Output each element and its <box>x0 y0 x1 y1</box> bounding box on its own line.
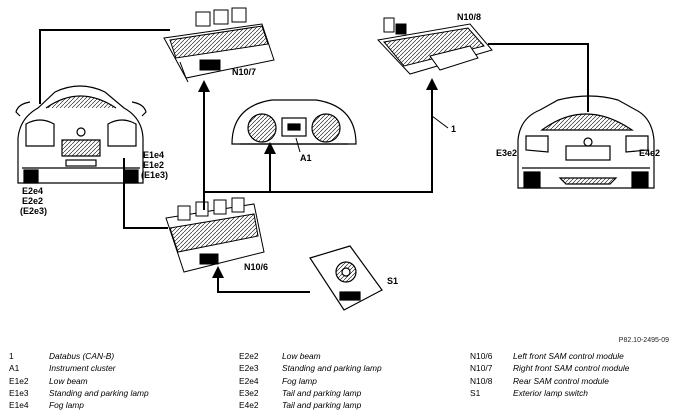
legend-row: A1 Instrument cluster <box>9 362 239 374</box>
legend-code: E3e2 <box>239 387 259 398</box>
legend-column-3: N10/6 Left front SAM control module N10/7… <box>470 350 673 399</box>
legend-row: E2e4 Fog lamp <box>239 375 472 387</box>
legend-row: N10/6 Left front SAM control module <box>470 350 673 362</box>
legend-desc: Rear SAM control module <box>513 375 609 386</box>
legend-column-1: 1 Databus (CAN-B) A1 Instrument cluster E1… <box>9 350 239 411</box>
legend-code: E1e3 <box>9 387 29 398</box>
arrow-to-n10-7 <box>198 80 210 92</box>
legend-code: N10/7 <box>470 363 493 374</box>
module-n10-7-illustration <box>163 7 275 83</box>
label-e1e2: E1e2 <box>143 160 165 170</box>
rear-car-illustration <box>517 95 655 189</box>
label-e2e3: (E2e3) <box>20 206 48 216</box>
arrow-to-n10-6 <box>212 266 224 278</box>
label-e3e2: E3e2 <box>496 148 518 158</box>
label-n10-6: N10/6 <box>244 262 269 272</box>
label-n10-7: N10/7 <box>232 67 257 77</box>
legend-row: E1e4 Fog lamp <box>9 399 239 411</box>
label-s1: S1 <box>387 276 399 286</box>
legend-code: E1e2 <box>9 375 29 386</box>
legend-desc: Fog lamp <box>282 375 317 386</box>
instrument-cluster-illustration <box>231 99 357 145</box>
figure-reference: P82.10-2495-09 <box>618 337 669 344</box>
legend-desc: Instrument cluster <box>49 363 116 374</box>
legend-desc: Tail and parking lamp <box>282 400 362 411</box>
legend-code: N10/6 <box>470 351 493 361</box>
legend-desc: Exterior lamp switch <box>513 387 588 398</box>
label-n10-8: N10/8 <box>457 12 482 22</box>
legend-row: E1e2 Low beam <box>9 375 239 387</box>
module-n10-6-illustration <box>165 197 265 273</box>
legend-code: E2e2 <box>239 351 259 361</box>
legend-code: E4e2 <box>239 400 259 411</box>
front-car-illustration <box>15 85 147 184</box>
legend-code: N10/8 <box>470 375 493 386</box>
label-e1e4: E1e4 <box>143 150 165 160</box>
legend-row: E3e2 Tail and parking lamp <box>239 387 472 399</box>
legend-row: E2e3 Standing and parking lamp <box>239 362 472 374</box>
legend-desc: Tail and parking lamp <box>282 387 362 398</box>
legend-desc: Left front SAM control module <box>513 351 624 361</box>
arrow-to-a1 <box>264 142 276 154</box>
legend-row: 1 Databus (CAN-B) <box>9 350 239 362</box>
legend-row: N10/7 Right front SAM control module <box>470 362 673 374</box>
legend-desc: Low beam <box>282 351 321 361</box>
label-e2e2: E2e2 <box>22 196 44 206</box>
legend-row: E2e2 Low beam <box>239 350 472 362</box>
switch-s1-illustration <box>309 245 383 311</box>
arrow-to-n10-8 <box>426 78 438 90</box>
legend-code: E2e3 <box>239 363 259 374</box>
legend-code: S1 <box>470 387 481 398</box>
legend-desc: Fog lamp <box>49 400 84 411</box>
legend-desc: Standing and parking lamp <box>49 387 149 398</box>
module-n10-8-illustration <box>376 17 493 75</box>
legend-column-2: E2e2 Low beam E2e3 Standing and parking la… <box>239 350 472 411</box>
label-e2e4: E2e4 <box>22 186 44 196</box>
label-e1e3: (E1e3) <box>141 170 169 180</box>
legend-row: E1e3 Standing and parking lamp <box>9 387 239 399</box>
label-e4e2: E4e2 <box>639 148 661 158</box>
legend-desc: Right front SAM control module <box>513 363 630 374</box>
legend-desc: Standing and parking lamp <box>282 363 382 374</box>
legend-desc: Low beam <box>49 375 88 386</box>
label-databus: 1 <box>451 124 457 134</box>
legend-desc: Databus (CAN-B) <box>49 351 115 361</box>
legend-code: A1 <box>9 363 20 374</box>
legend-row: S1 Exterior lamp switch <box>470 387 673 399</box>
arrowheads <box>198 78 438 278</box>
legend-code: E1e4 <box>9 400 29 411</box>
legend-code: 1 <box>9 351 14 361</box>
legend-code: E2e4 <box>239 375 259 386</box>
label-a1: A1 <box>300 153 312 163</box>
databus-and-wiring-lines <box>39 29 589 293</box>
legend-row: E4e2 Tail and parking lamp <box>239 399 472 411</box>
legend-row: N10/8 Rear SAM control module <box>470 375 673 387</box>
